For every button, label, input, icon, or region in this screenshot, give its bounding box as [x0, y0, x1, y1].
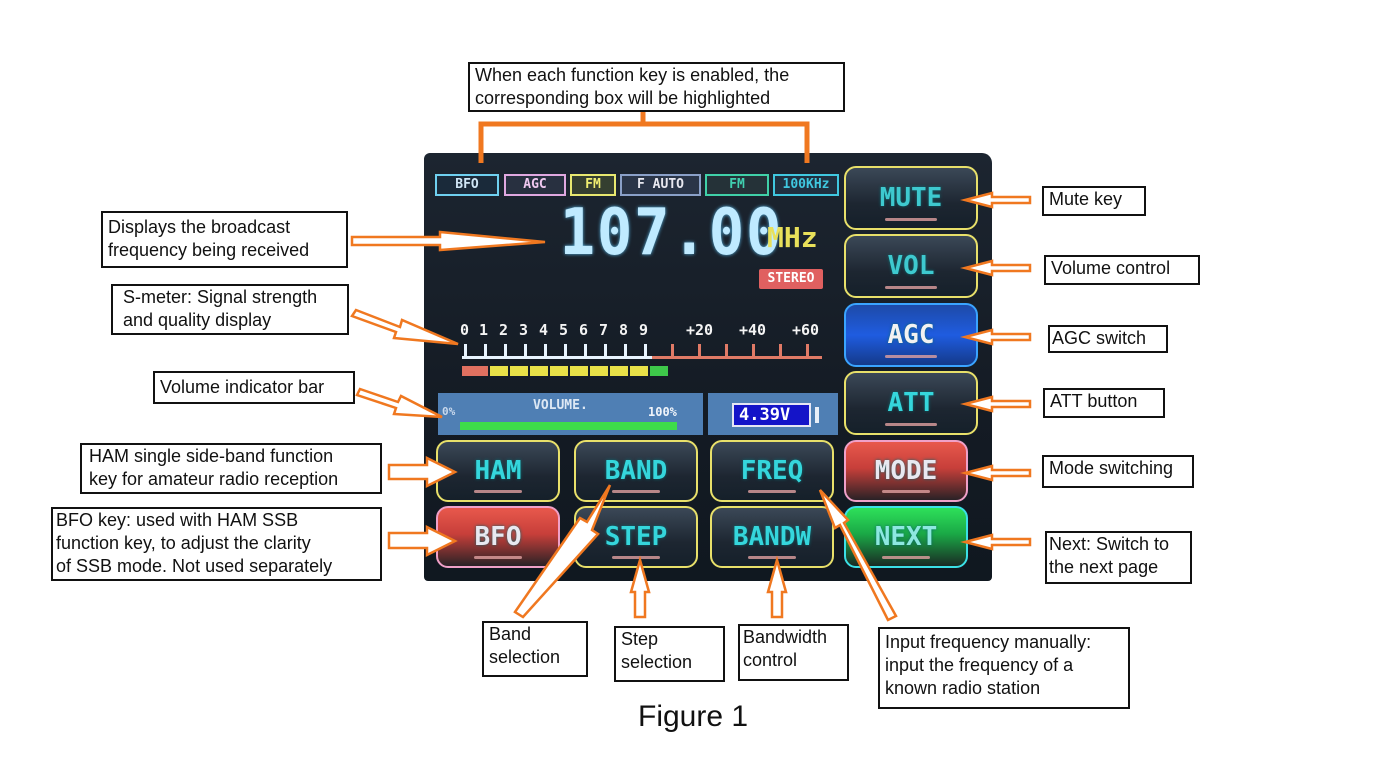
band-button[interactable]: BAND [574, 440, 698, 502]
smeter-label: 7 [599, 321, 609, 339]
bandw-button[interactable]: BANDW [710, 506, 834, 568]
agc-button[interactable]: AGC [844, 303, 978, 367]
mode-button[interactable]: MODE [844, 440, 968, 502]
battery-panel: 4.39V [708, 393, 838, 435]
smeter-label: 9 [639, 321, 649, 339]
callout-next: Next: Switch to the next page [1045, 531, 1192, 584]
callout-ham: HAM single side-band function key for am… [80, 443, 382, 494]
smeter-tick [544, 344, 547, 356]
callout-frequency: Displays the broadcast frequency being r… [101, 211, 348, 268]
callout-smeter: S-meter: Signal strength and quality dis… [111, 284, 349, 335]
next-button[interactable]: NEXT [844, 506, 968, 568]
smeter-tick [671, 344, 674, 356]
smeter-label: 4 [539, 321, 549, 339]
volume-bar-track[interactable] [460, 422, 688, 430]
callout-freq: Input frequency manually: input the freq… [878, 627, 1130, 709]
status-box-fm: FM [705, 174, 769, 196]
volume-max-label: 100% [648, 405, 677, 419]
volume-bar-fill [460, 422, 677, 430]
figure-title: Figure 1 [638, 700, 749, 733]
stereo-indicator: STEREO [759, 269, 823, 289]
volume-min-label: 0% [442, 405, 456, 418]
frequency-unit: MHz [767, 221, 818, 254]
smeter-label: 1 [479, 321, 489, 339]
callout-agc: AGC switch [1048, 325, 1168, 353]
freq-button[interactable]: FREQ [710, 440, 834, 502]
smeter-label: 5 [559, 321, 569, 339]
callout-bandw: Bandwidth control [738, 624, 849, 681]
callout-step: Step selection [614, 626, 725, 682]
smeter-tick [524, 344, 527, 356]
bfo-button[interactable]: BFO [436, 506, 560, 568]
smeter-segment [610, 366, 628, 376]
smeter-segment [650, 366, 668, 376]
status-box-100khz: 100KHz [773, 174, 839, 196]
att-button[interactable]: ATT [844, 371, 978, 435]
status-box-agc: AGC [504, 174, 566, 196]
smeter-scale-white [462, 356, 652, 359]
smeter-segment [530, 366, 548, 376]
smeter-tick [484, 344, 487, 356]
callout-band: Band selection [482, 621, 588, 677]
smeter-tick [564, 344, 567, 356]
smeter-label: 0 [460, 321, 470, 339]
status-box-fm: FM [570, 174, 616, 196]
smeter-label: 3 [519, 321, 529, 339]
smeter-segment [630, 366, 648, 376]
callout-mute: Mute key [1042, 186, 1146, 216]
smeter-label: 8 [619, 321, 629, 339]
smeter-tick [604, 344, 607, 356]
battery-voltage: 4.39V [739, 405, 791, 425]
smeter-tick [584, 344, 587, 356]
callout-mode: Mode switching [1042, 455, 1194, 488]
smeter-scale-red [652, 356, 822, 359]
status-box-bfo: BFO [435, 174, 499, 196]
status-box-f-auto: F AUTO [620, 174, 701, 196]
smeter-segment [490, 366, 508, 376]
smeter-segment [550, 366, 568, 376]
smeter-segment [590, 366, 608, 376]
battery-voltage-box [732, 403, 811, 427]
smeter-label: +40 [739, 321, 767, 339]
smeter-tick [806, 344, 809, 356]
smeter-tick [698, 344, 701, 356]
smeter-tick [725, 344, 728, 356]
smeter-tick [752, 344, 755, 356]
step-button[interactable]: STEP [574, 506, 698, 568]
frequency-display: 107.00 [559, 196, 784, 270]
smeter-tick [644, 344, 647, 356]
smeter-tick [504, 344, 507, 356]
battery-icon [815, 407, 819, 423]
callout-volume-bar: Volume indicator bar [153, 371, 355, 404]
callout-bfo: BFO key: used with HAM SSB function key,… [51, 507, 382, 581]
volume-panel: 0% VOLUME. 100% [438, 393, 703, 435]
smeter-tick [624, 344, 627, 356]
smeter-segment [510, 366, 528, 376]
ham-button[interactable]: HAM [436, 440, 560, 502]
smeter-tick [779, 344, 782, 356]
smeter-label: 6 [579, 321, 589, 339]
smeter-label: +20 [686, 321, 714, 339]
volume-title: VOLUME. [533, 398, 588, 413]
vol-button[interactable]: VOL [844, 234, 978, 298]
smeter-tick [464, 344, 467, 356]
callout-vol: Volume control [1044, 255, 1200, 285]
callout-function-keys: When each function key is enabled, the c… [468, 62, 845, 112]
smeter-label: 2 [499, 321, 509, 339]
smeter-label: +60 [792, 321, 820, 339]
mute-button[interactable]: MUTE [844, 166, 978, 230]
smeter-segment [462, 366, 488, 376]
callout-att: ATT button [1043, 388, 1165, 418]
smeter-segment [570, 366, 588, 376]
